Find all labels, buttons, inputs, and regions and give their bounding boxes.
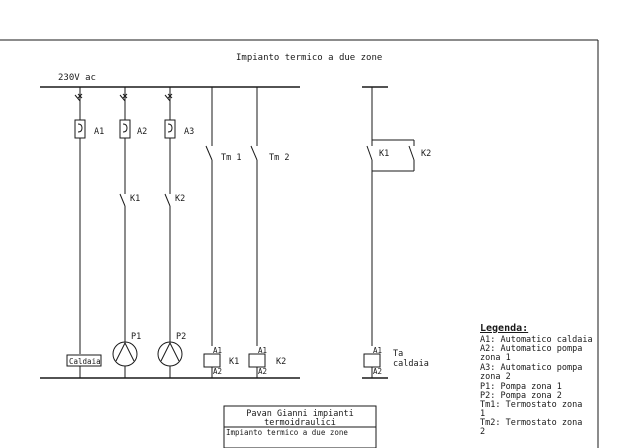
label-coil-k2-a2: A2 [258,367,267,376]
label-k2-contact-right: K2 [421,149,431,159]
label-k2-contact-left: K2 [175,194,185,204]
label-coil-k1-a1: A1 [213,346,222,355]
legend-line: zona 2 [480,372,511,382]
label-a2: A2 [137,127,147,137]
legend-line: A3: Automatico pompa [480,363,582,373]
label-ta-boiler: caldaia [393,359,429,369]
legend-line: 1 [480,409,485,419]
legend-line: A2: Automatico pompa [480,344,582,354]
breaker-a1 [74,87,86,354]
parallel-contacts-k1-k2 [366,87,415,346]
title-block-company-line2: termoidraulici [264,418,336,428]
legend-line: 2 [480,427,485,437]
legend: Legenda: A1: Automatico caldaia A2: Auto… [480,323,593,437]
breaker-a3 [164,87,176,190]
legend-line: zona 1 [480,353,511,363]
label-p2: P2 [176,332,186,342]
label-coil-k1: K1 [229,357,239,367]
label-coil-k1-a2: A2 [213,367,222,376]
legend-line: P1: Pompa zona 1 [480,382,562,392]
legend-line: Tm1: Termostato zona [480,400,582,410]
label-coil-k2-a1: A1 [258,346,267,355]
coil-k2 [248,353,266,378]
legend-line: P2: Pompa zona 2 [480,391,562,401]
coil-k1 [203,353,221,378]
supply-label: 230V ac [58,73,96,83]
label-coil-ta-a2: A2 [373,367,382,376]
pump-p2-symbol [157,341,183,378]
thermostat-tm2-contact [250,87,258,346]
label-coil-k2: K2 [276,357,286,367]
label-a3: A3 [184,127,194,137]
label-k1-contact-right: K1 [379,149,389,159]
boiler-box [66,354,102,378]
label-p1: P1 [131,332,141,342]
legend-line: A1: Automatico caldaia [480,335,593,345]
thermostat-tm1-contact [205,87,213,346]
title-block-company: Pavan Gianni impianti [246,409,353,419]
label-a1: A1 [94,127,104,137]
drawing-title: Impianto termico a due zone [236,53,382,63]
label-tm2: Tm 2 [269,153,289,163]
label-ta: Ta [393,349,403,359]
label-k1-contact-left: K1 [130,194,140,204]
legend-title: Legenda: [480,323,528,334]
contact-k1-left [119,190,126,342]
breaker-a2 [119,87,131,190]
label-coil-ta-a1: A1 [373,346,382,355]
legend-line: Tm2: Termostato zona [480,418,582,428]
pump-p1-symbol [112,341,138,378]
contact-k2-left [164,190,171,342]
coil-ta-boiler [363,353,381,378]
boiler-label: Caldaia [69,357,101,366]
title-block-drawing-name: Impianto termico a due zone [226,428,348,437]
label-tm1: Tm 1 [221,153,241,163]
title-block: Pavan Gianni impianti termoidraulici Imp… [223,405,377,448]
